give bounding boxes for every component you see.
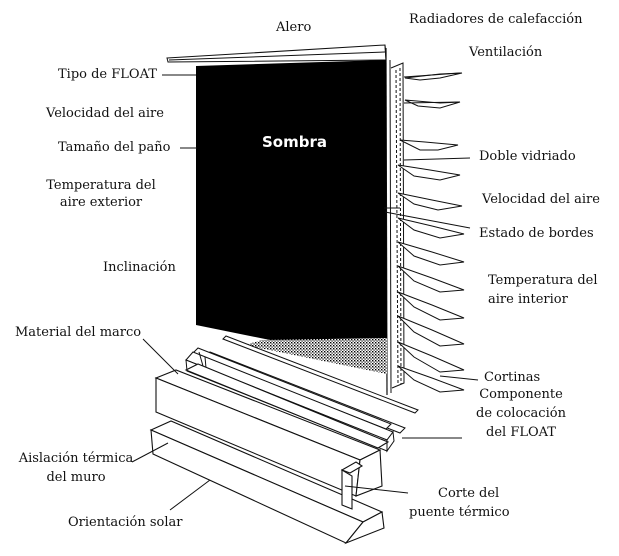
- label-material-marco: Material del marco: [15, 325, 142, 340]
- label-tamano-pano: Tamaño del paño: [58, 140, 171, 155]
- leader-lines: [131, 74, 479, 511]
- glass-pane-shadow: [196, 60, 387, 369]
- eave-overhang: [166, 44, 387, 63]
- label-corte-line1: Corte del: [438, 486, 500, 501]
- frame-blocks: [149, 363, 390, 545]
- label-doble-vidriado: Doble vidriado: [479, 149, 576, 164]
- label-velocidad-aire-exterior: Velocidad del aire: [46, 106, 164, 121]
- label-estado-bordes: Estado de bordes: [479, 226, 594, 241]
- blind-slats: [397, 72, 465, 393]
- label-velocidad-aire-interior: Velocidad del aire: [482, 192, 600, 207]
- label-tipo-float: Tipo de FLOAT: [58, 67, 157, 82]
- label-componente-line1: Componente: [479, 387, 563, 402]
- label-aislacion-line1: Aislación térmica: [18, 451, 134, 466]
- label-aislacion-line2: del muro: [46, 470, 106, 485]
- ventilation-lines: [403, 72, 461, 104]
- label-orientacion-solar: Orientación solar: [68, 515, 183, 530]
- label-temp-exterior-line1: Temperatura del: [46, 178, 156, 193]
- label-componente-line2: de colocación: [476, 406, 566, 421]
- label-sombra: Sombra: [262, 133, 327, 151]
- label-temp-interior-line2: aire interior: [488, 292, 568, 307]
- label-corte-line2: puente térmico: [409, 505, 510, 520]
- radiator-column: [390, 62, 405, 389]
- glass-dotted-band: [245, 338, 387, 374]
- label-temp-exterior-line2: aire exterior: [59, 195, 143, 210]
- label-componente-line3: del FLOAT: [486, 425, 556, 440]
- label-temp-interior-line1: Temperatura del: [488, 273, 598, 288]
- label-radiadores: Radiadores de calefacción: [409, 12, 583, 27]
- label-inclinacion: Inclinación: [103, 260, 176, 275]
- label-ventilacion: Ventilación: [469, 45, 543, 60]
- label-cortinas: Cortinas: [484, 370, 541, 385]
- label-alero: Alero: [276, 20, 312, 35]
